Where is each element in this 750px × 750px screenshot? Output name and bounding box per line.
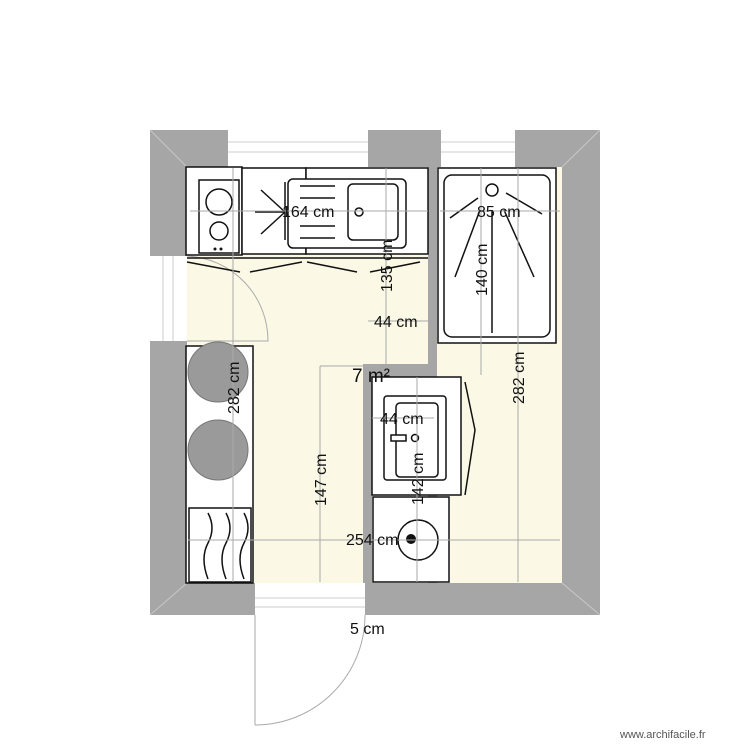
partition-wall-horizontal [363,364,437,377]
wall-corner-lines [149,129,601,616]
shower-icon [437,167,557,344]
dim-shower-width: 85 cm [477,204,521,221]
kitchen-cabinet-doors [186,257,428,273]
dimension-lines [188,168,560,582]
window-swing-arc [186,255,269,342]
washing-machine-icon [187,419,249,481]
dim-partition-height: 147 cm [313,454,330,506]
room-area-label: 7 m² [352,366,390,387]
watermark: www.archifacile.fr [619,729,706,741]
dim-shower-length: 140 cm [474,244,491,296]
dim-sink-height: 142 cm [410,453,427,505]
window-left [150,256,187,341]
dim-passage-top: 44 cm [374,314,418,331]
dim-total-width: 254 cm [346,532,398,549]
partition-wall-vertical [428,130,437,343]
window-top-left [228,130,368,167]
dim-kitchen-width: 164 cm [282,204,334,221]
dim-sink-width: 44 cm [380,411,424,428]
entrance-door[interactable] [254,583,366,726]
partition-wall-lower [363,377,372,583]
dim-kitchen-depth: 135 cm [379,240,396,292]
dim-right-height: 282 cm [511,352,528,404]
window-top-right [441,130,515,167]
dim-door-gap: 5 cm [350,621,385,638]
dim-left-height: 282 cm [226,362,243,414]
appliance-column [185,341,254,584]
